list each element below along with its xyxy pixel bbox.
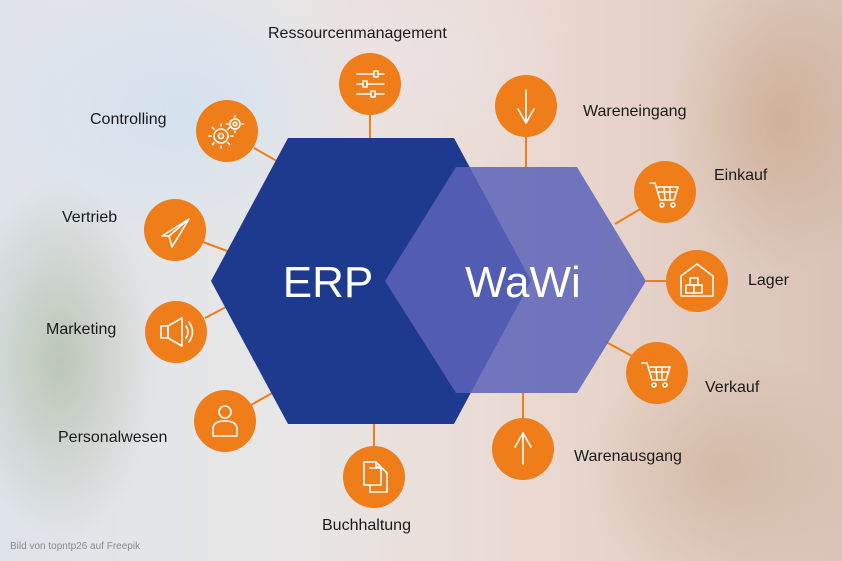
label-verkauf: Verkauf xyxy=(705,380,759,396)
erp-label: ERP xyxy=(283,258,373,307)
connector-einkauf xyxy=(615,208,642,224)
label-buchhaltung: Buchhaltung xyxy=(322,518,411,534)
controlling-circle xyxy=(196,100,258,162)
label-ressourcenmanagement: Ressourcenmanagement xyxy=(268,26,447,42)
connector-marketing xyxy=(205,306,228,318)
label-wareneingang: Wareneingang xyxy=(583,104,686,120)
buchhaltung-circle xyxy=(343,446,405,508)
label-warenausgang: Warenausgang xyxy=(574,449,682,465)
label-einkauf: Einkauf xyxy=(714,168,767,184)
image-credit: Bild von topntp26 auf Freepik xyxy=(10,541,140,552)
marketing-circle xyxy=(145,301,207,363)
connector-verkauf xyxy=(606,342,632,356)
connector-personalwesen xyxy=(251,392,274,405)
label-personalwesen: Personalwesen xyxy=(58,430,167,446)
label-lager: Lager xyxy=(748,273,789,289)
label-vertrieb: Vertrieb xyxy=(62,210,117,226)
lager-circle xyxy=(666,250,728,312)
connector-vertrieb xyxy=(203,242,230,252)
label-controlling: Controlling xyxy=(90,112,166,128)
label-marketing: Marketing xyxy=(46,322,116,338)
wawi-label: WaWi xyxy=(465,258,581,307)
